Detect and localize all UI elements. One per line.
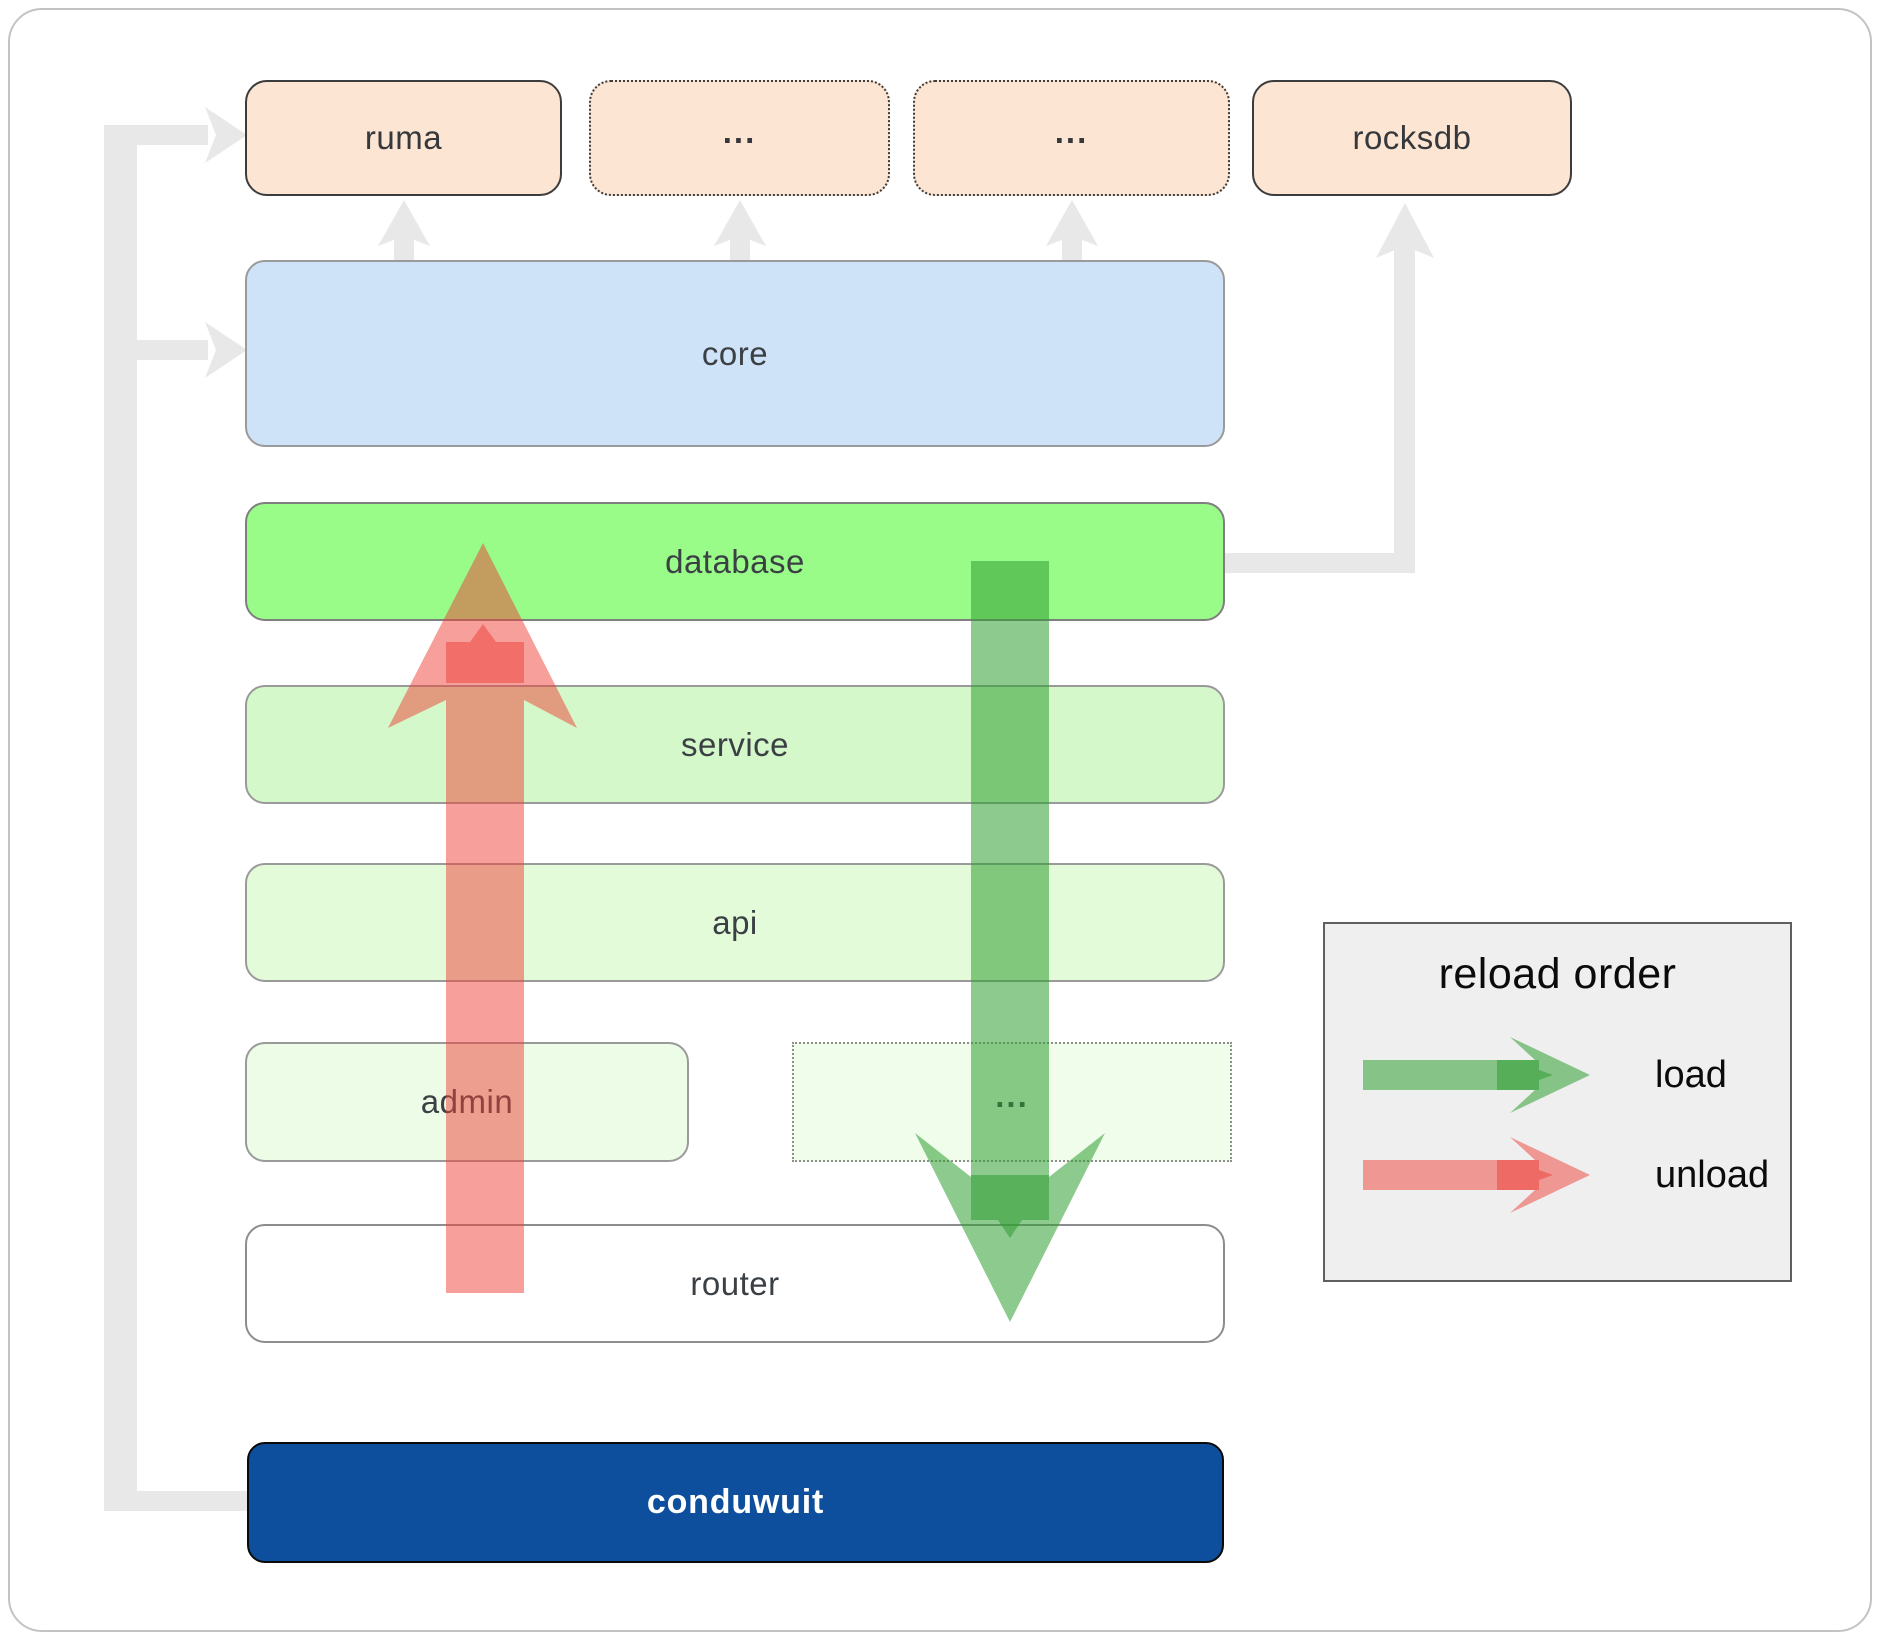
arm-to-ruma [104, 125, 208, 145]
legend-row-load: load [1325, 1025, 1790, 1125]
node-router: router [245, 1224, 1225, 1343]
legend-title: reload order [1438, 950, 1677, 998]
database-rocksdb-vertical [1394, 240, 1415, 573]
node-admin-label: admin [420, 1083, 514, 1120]
node-conduwuit-label: conduwuit [646, 1483, 825, 1521]
node-ruma: ruma [245, 80, 562, 196]
node-core-label: core [701, 334, 769, 372]
legend-panel: reload order load unload [1323, 922, 1792, 1282]
node-router-label: router [690, 1264, 780, 1302]
database-to-rocksdb-connector [1225, 203, 1434, 573]
node-ellipsis-top-2-label: ... [1054, 113, 1089, 150]
core-ellipsis1-shaft [730, 232, 750, 262]
node-ellipsis-top-1: ... [589, 80, 890, 196]
node-service: service [245, 685, 1225, 804]
node-ellipsis-top-2: ... [913, 80, 1230, 196]
node-core: core [245, 260, 1225, 447]
node-ellipsis-mid-label: ... [995, 1077, 1029, 1114]
node-admin: admin [245, 1042, 689, 1162]
node-database-label: database [665, 542, 805, 580]
legend-label-load: load [1655, 1053, 1727, 1096]
core-ruma-shaft [394, 232, 414, 262]
core-ruma-arrowhead-icon [378, 200, 430, 246]
node-ruma-label: ruma [364, 119, 443, 156]
node-api-label: api [712, 903, 758, 941]
conduwuit-to-ruma-core-connector [104, 107, 247, 1511]
arm-to-core [104, 340, 208, 360]
node-ellipsis-mid: ... [792, 1042, 1232, 1162]
node-api: api [245, 863, 1225, 982]
unload-arrow-icon [1363, 1137, 1590, 1213]
legend-label-unload: unload [1655, 1153, 1770, 1196]
left-trunk-line [104, 125, 137, 1511]
arrowhead-to-ruma-icon [205, 107, 247, 163]
core-ellipsis1-arrowhead-icon [714, 200, 766, 246]
node-rocksdb-label: rocksdb [1352, 119, 1472, 156]
arm-from-conduwuit [104, 1491, 247, 1511]
node-database: database [245, 502, 1225, 621]
rocksdb-arrowhead-icon [1376, 203, 1434, 258]
node-rocksdb: rocksdb [1252, 80, 1572, 196]
node-service-label: service [680, 725, 790, 763]
core-to-top-row-arrows [378, 200, 1098, 262]
core-ellipsis2-shaft [1062, 232, 1082, 262]
load-arrow-icon [1363, 1037, 1590, 1113]
node-ellipsis-top-1-label: ... [722, 113, 757, 150]
node-conduwuit: conduwuit [247, 1442, 1224, 1563]
database-rocksdb-horizontal [1225, 553, 1415, 573]
core-ellipsis2-arrowhead-icon [1046, 200, 1098, 246]
legend-row-unload: unload [1325, 1125, 1790, 1225]
arrowhead-to-core-icon [205, 322, 247, 378]
